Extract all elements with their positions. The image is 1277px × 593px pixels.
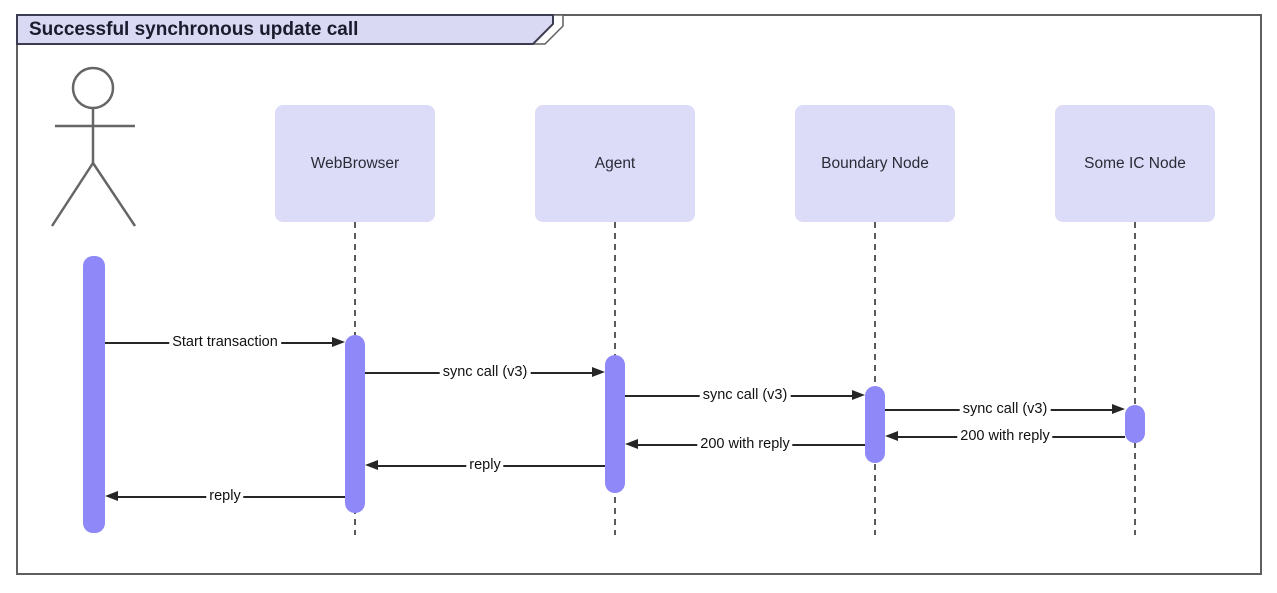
arrowhead-left-icon (885, 431, 898, 441)
message-label: 200 with reply (697, 436, 793, 452)
arrowhead-right-icon (1112, 404, 1125, 414)
message-label: sync call (v3) (959, 401, 1051, 417)
arrowhead-left-icon (625, 439, 638, 449)
participant-some-ic-node[interactable]: Some IC Node (1055, 105, 1215, 222)
diagram-frame (16, 14, 1262, 575)
participant-agent[interactable]: Agent (535, 105, 695, 222)
arrowhead-right-icon (332, 337, 345, 347)
activation-bar-agent (605, 355, 625, 493)
activation-bar-boundary-node (865, 386, 885, 463)
participant-webbrowser[interactable]: WebBrowser (275, 105, 435, 222)
arrowhead-left-icon (365, 460, 378, 470)
participant-label: Some IC Node (1084, 154, 1186, 172)
message-label: reply (206, 488, 244, 504)
message-label: 200 with reply (957, 428, 1053, 444)
diagram-title: Successful synchronous update call (29, 19, 359, 40)
participant-label: WebBrowser (310, 154, 400, 172)
message-label: reply (466, 457, 504, 473)
message-label: sync call (v3) (699, 387, 791, 403)
activation-bar-some-ic-node (1125, 405, 1145, 443)
participant-label: Boundary Node (821, 154, 929, 172)
activation-bar-actor (83, 256, 105, 533)
message-label: sync call (v3) (439, 364, 531, 380)
arrowhead-left-icon (105, 491, 118, 501)
activation-bar-webbrowser (345, 335, 365, 513)
participant-label: Agent (594, 154, 636, 172)
participant-boundary-node[interactable]: Boundary Node (795, 105, 955, 222)
arrowhead-right-icon (592, 367, 605, 377)
message-label: Start transaction (169, 334, 281, 350)
arrowhead-right-icon (852, 390, 865, 400)
